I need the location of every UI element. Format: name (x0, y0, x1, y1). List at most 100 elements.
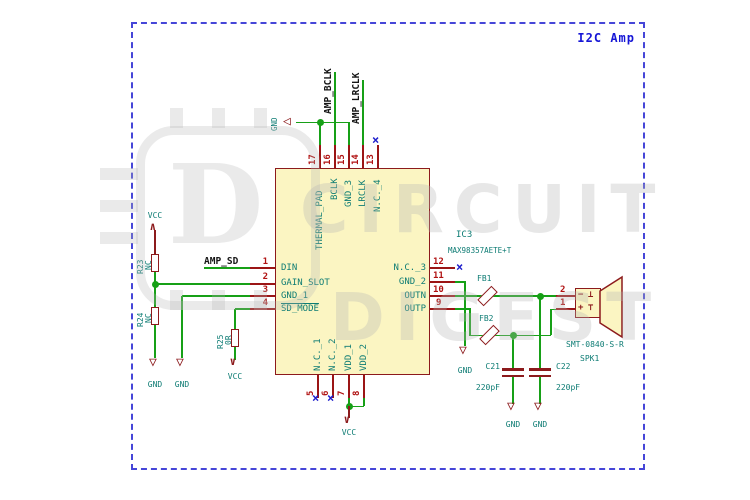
vcc-arrow-up-icon: ∧ (149, 220, 157, 233)
wire-pin8 (363, 398, 365, 406)
wire-outp-down (469, 309, 471, 336)
ferrite-fb1-ref: FB1 (477, 274, 492, 283)
wire-gnd-top-drop17 (319, 122, 321, 145)
ic-body (275, 168, 430, 375)
spk-pin-number: 1 (560, 298, 566, 308)
cap-c21-value: 220pF (475, 383, 500, 392)
no-connect-icon: × (327, 391, 335, 405)
spk-pin-stub (556, 295, 576, 297)
pin-number: 1 (262, 257, 268, 267)
gnd-label: GND (532, 420, 548, 429)
pin-number: 17 (308, 154, 318, 165)
pin-number: 16 (323, 154, 333, 165)
pin-name: OUTN (404, 291, 426, 301)
speaker-terminal-icon: ⊤ (588, 303, 594, 313)
sheet-title: I2C Amp (577, 31, 635, 45)
no-connect-icon: × (372, 133, 380, 147)
vcc-arrow-down-icon: ∨ (343, 413, 351, 426)
pin-stub (430, 295, 455, 297)
gnd-symbol-icon: ▽ (534, 399, 542, 414)
speaker-minus-mark: − (578, 290, 584, 300)
pin-name: OUTP (404, 304, 426, 314)
ic-refdes: IC3 (456, 230, 473, 240)
pin-name: BCLK (330, 178, 340, 200)
pin-stub (363, 375, 365, 398)
pin-name: N.C._1 (313, 338, 323, 371)
cap-c22-value: 220pF (556, 383, 581, 392)
wire-c22-top (539, 296, 541, 368)
wire-pin2 (155, 283, 250, 285)
wire-pin7 (348, 398, 350, 407)
pin-number: 11 (433, 271, 444, 281)
wire-amp-lrclk (362, 80, 364, 145)
pin-name: LRCLK (358, 179, 368, 207)
pin-name: GND_1 (281, 291, 309, 301)
pin-stub (430, 281, 455, 283)
pin-stub (348, 145, 350, 168)
pin-number: 9 (436, 298, 442, 308)
cap-c22-plate (529, 368, 551, 371)
cap-c22-plate (529, 374, 551, 377)
resistor-r24-body (151, 307, 159, 325)
junction-dot (151, 280, 159, 288)
wire-r25-vcc (234, 347, 236, 360)
resistor-r25-value: 0R (224, 335, 233, 345)
spk-pin-number: 2 (560, 285, 566, 295)
pin-name-sd-mode: SD_MODE (281, 304, 319, 314)
cap-c21-ref: C21 (485, 362, 500, 371)
wire-c22-bottom (539, 377, 541, 404)
resistor-r23-body (151, 254, 159, 272)
pin-name: GND_3 (344, 179, 354, 207)
speaker-terminal-icon: ⊥ (588, 290, 594, 300)
wire-gnd-top-drop15 (348, 122, 350, 145)
ic-value: MAX98357AETE+T (448, 246, 512, 255)
speaker-plus-mark: + (578, 303, 584, 313)
gnd-symbol-icon: ▽ (149, 355, 157, 370)
speaker-value: SMT-0840-S-R (566, 340, 624, 349)
wire-c21-bottom (512, 377, 514, 404)
pin-number: 7 (337, 390, 347, 396)
net-label-amp-bclk: AMP_BCLK (323, 68, 334, 114)
gnd-label: GND (174, 380, 190, 389)
power-pin (154, 230, 156, 255)
wire-pin3 (182, 295, 250, 297)
net-label-amp-sd: AMP_SD (204, 256, 239, 267)
junction-dot (316, 119, 324, 126)
vcc-label: VCC (147, 211, 163, 220)
wire-pin4 (235, 308, 250, 310)
wire-divider-mid (154, 272, 156, 308)
pin-name: N.C._4 (373, 179, 383, 212)
wire-spk1-link (551, 308, 557, 310)
resistor-r25-body (231, 329, 239, 347)
wire-amp-bclk (334, 72, 336, 145)
gnd-symbol-icon: ▽ (176, 355, 184, 370)
pin-stub (430, 267, 455, 269)
vcc-label: VCC (341, 428, 357, 437)
speaker-ref: SPK1 (580, 354, 600, 363)
resistor-r23-value: NC (144, 260, 153, 270)
vcc-arrow-down-icon: ∨ (229, 355, 237, 368)
cap-c22-ref: C22 (556, 362, 571, 371)
no-connect-icon: × (312, 391, 320, 405)
wire-pin11 (455, 281, 466, 283)
pin-name: GND_2 (398, 277, 426, 287)
pin-name: VDD_1 (344, 343, 354, 371)
pin-number: 15 (337, 154, 347, 165)
wire-outn (455, 295, 557, 297)
ferrite-fb2-ref: FB2 (479, 314, 494, 323)
wire-pin3-gnd (181, 296, 183, 358)
pin-name: N.C._3 (393, 263, 426, 273)
gnd-label: GND (457, 366, 473, 375)
spk-pin-stub (556, 308, 576, 310)
wire-pin8-jog (349, 405, 364, 407)
pin-stub (362, 145, 364, 168)
pin-name: VDD_2 (359, 343, 369, 371)
pin-stub (348, 375, 350, 398)
wire-c21-top (512, 335, 514, 368)
pin-number: 10 (433, 285, 444, 295)
pin-stub (430, 308, 455, 310)
wire-outp (455, 308, 471, 310)
pin-name: THERMAL_PAD (315, 190, 325, 250)
gnd-symbol-icon: ▽ (459, 343, 467, 358)
